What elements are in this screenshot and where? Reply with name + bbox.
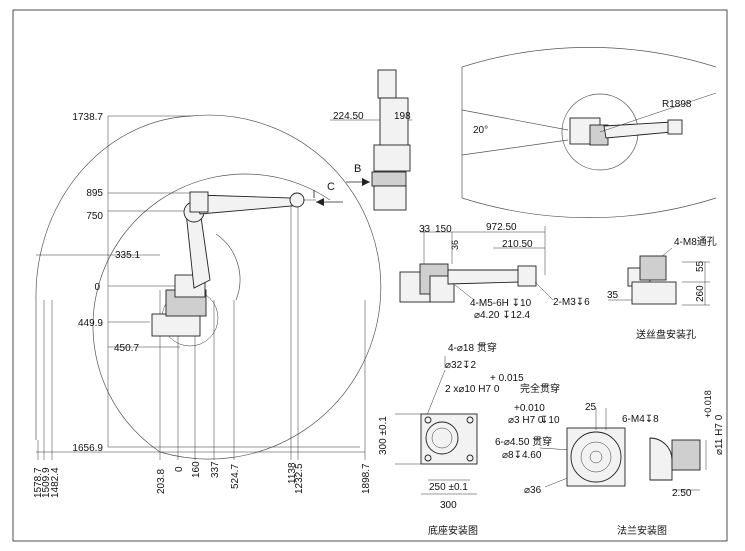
- spool-caption: 送丝盘安装孔: [636, 328, 696, 341]
- work-envelope-side-view: [35, 114, 382, 460]
- side-view-dimension-lines: [36, 115, 366, 460]
- side-view-vertical-labels: 1738.7 895 750 335.1 0 449.9 450.7 1656.…: [72, 112, 140, 454]
- dim-1232-5: 1232.5: [294, 463, 305, 494]
- sweep-top-view: 20° R1898: [461, 46, 717, 219]
- front-dim-198: 198: [394, 111, 411, 122]
- base-mounting-view: 4-⌀18 贯穿 ⌀32↧2 + 0.015 2 x⌀10 H7 0 完全贯穿 …: [378, 341, 560, 537]
- flange-side-view: 2.50 +0.018 ⌀11 H7 0: [649, 390, 725, 499]
- dim-1509-9: 1509.9: [41, 467, 52, 498]
- dim-895: 895: [86, 188, 103, 199]
- dim-1482-4: 1482.4: [50, 467, 61, 498]
- mid-dim-972-50: 972.50: [486, 222, 517, 233]
- dim-335-1: 335.1: [115, 250, 140, 261]
- marker-b-label: B: [354, 163, 361, 175]
- dim-450-7: 450.7: [114, 343, 139, 354]
- flange-callout-dia4-50: 6-⌀4.50 贯穿: [495, 435, 552, 448]
- base-caption: 底座安装图: [428, 524, 478, 537]
- view-marker-c: C: [313, 181, 343, 206]
- dim-1898-7: 1898.7: [361, 463, 372, 494]
- dim-1738-7: 1738.7: [72, 112, 103, 123]
- wire-spool-mount-view: 4-M8通孔 55 35 260 送丝盘安装孔: [607, 236, 717, 341]
- dim-524-7: 524.7: [230, 464, 241, 489]
- flange-callout-dia8: ⌀8↧4.60: [502, 450, 542, 461]
- sheet-border: [12, 9, 728, 542]
- flange-callout-dia3: ⌀3 H7 0: [508, 415, 544, 426]
- dim-203-8: 203.8: [156, 469, 167, 494]
- mid-callout-m5: 4-M5-6H ↧10: [470, 298, 532, 309]
- dim-1578-7: 1578.7: [33, 467, 44, 498]
- dim-160: 160: [191, 461, 202, 478]
- sweep-angle: 20°: [473, 125, 488, 136]
- sweep-radius: R1898: [662, 99, 692, 110]
- spool-callout-m8: 4-M8通孔: [674, 236, 717, 248]
- base-dim-250: 250 ±0.1: [429, 482, 468, 493]
- mid-dim-33: 33: [419, 224, 431, 235]
- mid-dim-210-50: 210.50: [502, 239, 533, 250]
- dim-750: 750: [86, 211, 103, 222]
- flange-mounting-view: +0.010 ⌀3 H7 0 ↧10 6-⌀4.50 贯穿 ⌀8↧4.60 6-…: [495, 402, 667, 537]
- view-marker-b: B: [346, 163, 370, 186]
- flange-side-dim-2-50: 2.50: [672, 488, 692, 499]
- robot-front-view: 224.50 198: [330, 69, 412, 211]
- spool-dim-55: 55: [695, 260, 706, 272]
- mid-dim-150: 150: [435, 224, 452, 235]
- mid-callout-dia4-20: ⌀4.20 ↧12.4: [474, 310, 531, 321]
- mid-callout-m3: 2-M3↧6: [553, 297, 590, 308]
- base-callout-dia32: ⌀32↧2: [445, 360, 477, 371]
- robot-side-view: [151, 191, 316, 337]
- dim-0-vertical: 0: [94, 282, 100, 293]
- base-callout-tol: + 0.015: [490, 373, 524, 384]
- base-dim-300-horizontal: 300: [440, 500, 457, 511]
- marker-c-label: C: [327, 181, 335, 193]
- flange-callout-depth: ↧10: [540, 415, 560, 426]
- flange-dim-25: 25: [585, 402, 597, 413]
- dim-337: 337: [210, 461, 221, 478]
- dim-1138: 1138: [287, 462, 298, 484]
- spool-dim-260: 260: [695, 285, 706, 302]
- flange-callout-tol: +0.010: [514, 403, 545, 414]
- spool-dim-35: 35: [607, 290, 619, 301]
- flange-side-tol: +0.018: [703, 390, 713, 418]
- base-dim-300-vertical: 300 ±0.1: [378, 416, 389, 455]
- dim-1656-9: 1656.9: [72, 443, 103, 454]
- robot-middle-view: 33 150 972.50 36 210.50 4-M5-6H ↧10 ⌀4.2…: [399, 222, 590, 321]
- flange-callout-m4: 6-M4↧8: [622, 414, 659, 425]
- front-dim-224-50: 224.50: [333, 111, 364, 122]
- side-view-horizontal-labels: 1578.7 1509.9 1482.4 203.8 0 160 337 524…: [33, 461, 372, 498]
- flange-caption: 法兰安装图: [617, 524, 667, 537]
- flange-side-dia11: ⌀11 H7 0: [714, 414, 725, 455]
- dim-0-horizontal: 0: [174, 466, 185, 472]
- base-callout-dia10: 2 x⌀10 H7 0: [445, 384, 500, 395]
- mid-dim-36: 36: [450, 240, 460, 250]
- base-callout-dia18: 4-⌀18 贯穿: [448, 341, 497, 354]
- flange-callout-dia36: ⌀36: [524, 485, 542, 496]
- base-callout-through: 完全贯穿: [520, 382, 560, 395]
- dim-449-9: 449.9: [78, 318, 103, 329]
